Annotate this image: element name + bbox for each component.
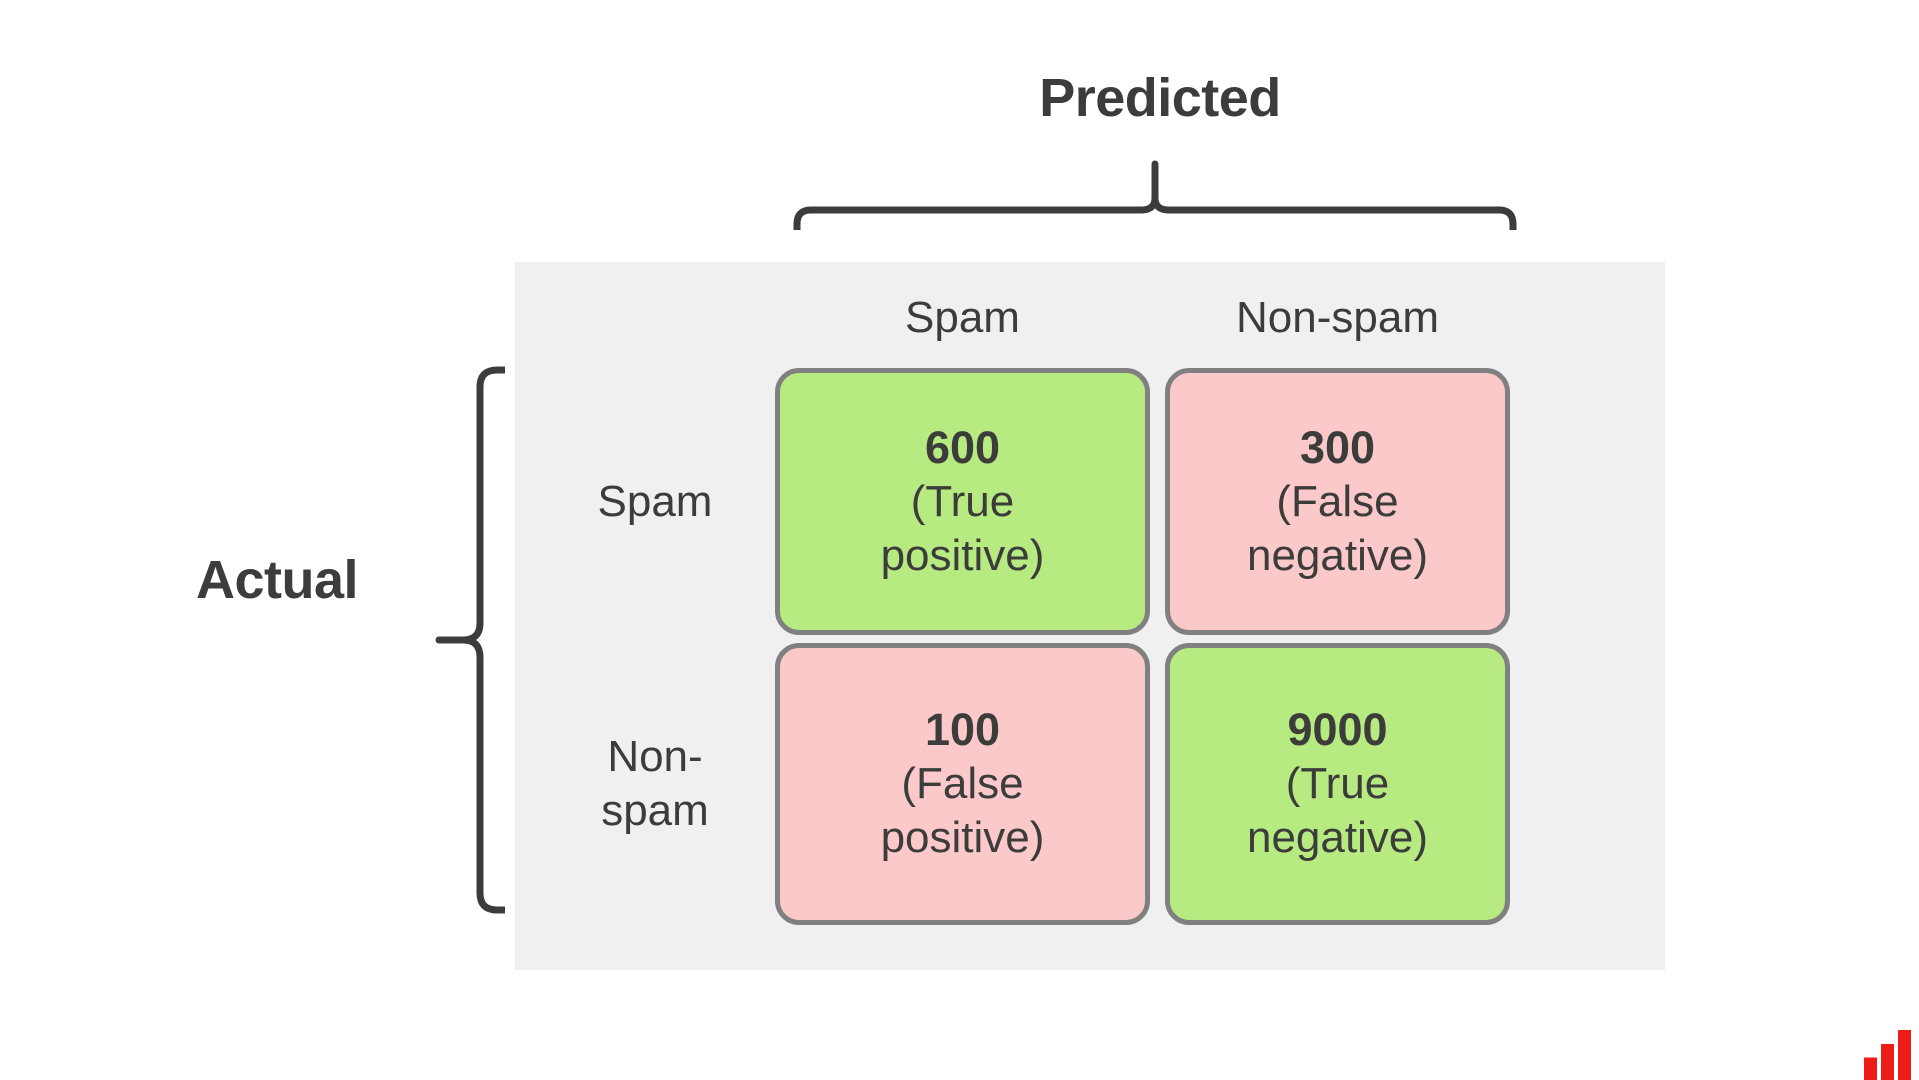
row-header-non-spam: Non- spam [530, 643, 780, 925]
cell-false-positive[interactable]: 100 (False positive) [775, 643, 1150, 925]
predicted-axis-title: Predicted [1039, 68, 1281, 128]
cell-false-positive-label-line-2: positive) [880, 813, 1045, 862]
column-header-non-spam: Non-spam [1236, 293, 1439, 342]
row-header-non-spam-line-2: spam [601, 786, 709, 835]
cell-true-negative-label-line-2: negative) [1246, 813, 1428, 862]
cell-false-negative-label-line-1: (False [1276, 476, 1399, 526]
cell-false-negative[interactable]: 300 (False negative) [1165, 368, 1510, 635]
row-header-non-spam-line-1: Non- [607, 732, 703, 781]
bar-chart-logo-icon [1864, 1030, 1911, 1080]
row-header-spam: Spam [530, 368, 780, 635]
cell-true-negative[interactable]: 9000 (True negative) [1165, 643, 1510, 925]
actual-brace-icon [435, 366, 505, 914]
cell-false-negative-label-line-2: negative) [1246, 530, 1428, 580]
cell-true-positive-label-line-1: (True [910, 476, 1015, 526]
cell-true-positive[interactable]: 600 (True positive) [775, 368, 1150, 635]
actual-axis-title: Actual [195, 550, 359, 610]
cell-false-positive-label-line-1: (False [901, 759, 1024, 808]
cell-false-positive-count: 100 [924, 704, 1001, 755]
predicted-brace-icon [793, 160, 1517, 230]
cell-true-positive-label-line-2: positive) [880, 530, 1045, 580]
cell-true-negative-count: 9000 [1287, 704, 1388, 755]
column-header-spam: Spam [905, 293, 1020, 342]
cell-true-positive-count: 600 [924, 421, 1001, 473]
cell-true-negative-label-line-1: (True [1285, 759, 1390, 808]
cell-false-negative-count: 300 [1299, 421, 1376, 473]
row-header-spam-line-1: Spam [597, 476, 713, 526]
